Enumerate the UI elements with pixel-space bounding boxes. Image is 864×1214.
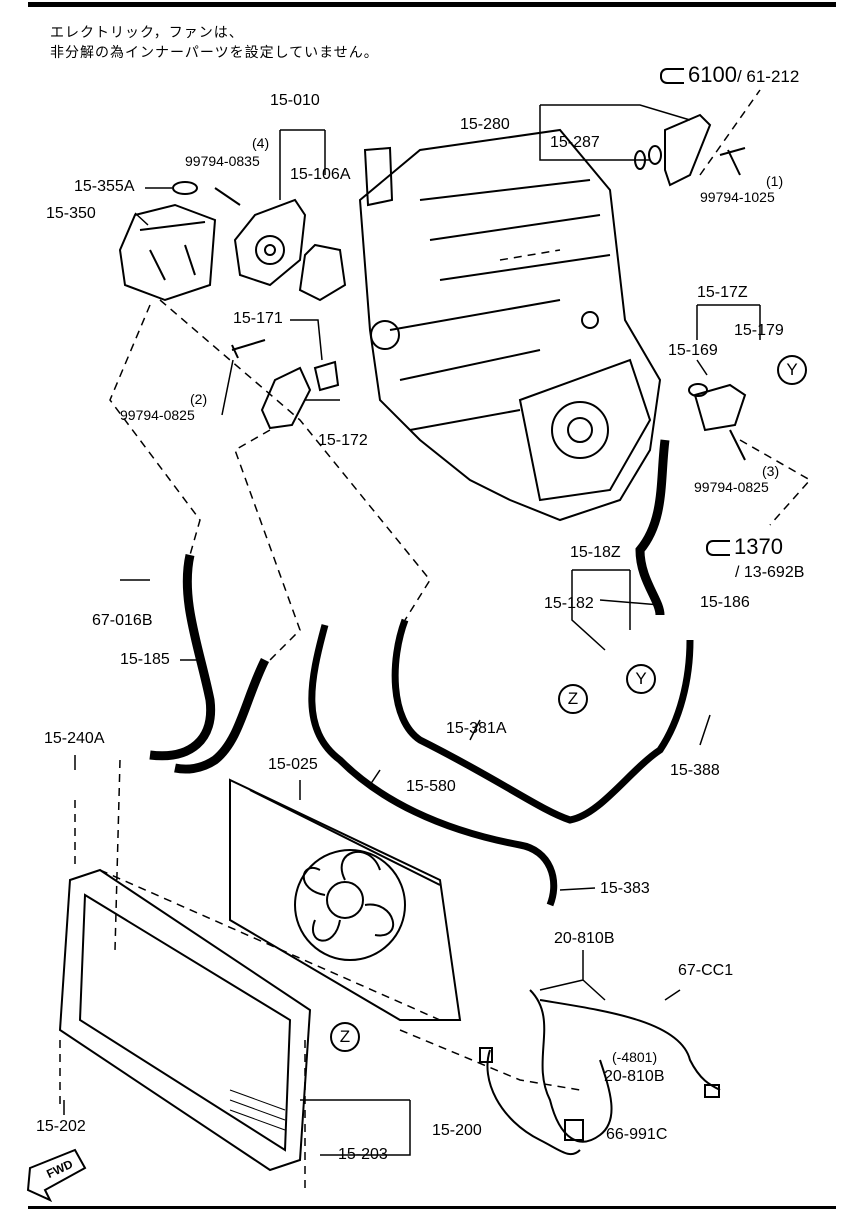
- hose-15-185: [149, 554, 216, 761]
- ref-6100[interactable]: 6100/ 61-212: [660, 64, 800, 86]
- note-line-1: エレクトリック，ファンは、: [50, 25, 244, 41]
- marker-y: Y: [777, 355, 807, 385]
- ref-icon: [660, 68, 684, 85]
- bottom-border: [28, 1206, 836, 1209]
- label-15-287[interactable]: 15-287: [550, 134, 600, 151]
- label-15-350[interactable]: 15-350: [46, 205, 96, 222]
- label-66-991C[interactable]: 66-991C: [606, 1126, 668, 1143]
- label-15-185[interactable]: 15-185: [120, 651, 170, 668]
- label-15-179[interactable]: 15-179: [734, 322, 784, 339]
- hose-15-185-b: [174, 657, 270, 774]
- label-99794-1025[interactable]: 99794-1025: [700, 189, 775, 205]
- label-15-025[interactable]: 15-025: [268, 756, 318, 773]
- engine-assembly: [358, 128, 662, 522]
- note-line-2: 非分解の為インナーパーツを設定していません。: [50, 45, 379, 61]
- label-15-17Z[interactable]: 15-17Z: [697, 284, 748, 301]
- marker-z: Z: [330, 1022, 360, 1052]
- label-15-106A[interactable]: 15-106A: [290, 166, 351, 183]
- marker-y: Y: [626, 664, 656, 694]
- label-15-169[interactable]: 15-169: [668, 342, 718, 359]
- ref-6100-num: 6100: [688, 62, 737, 87]
- water-outlet: [664, 113, 712, 187]
- label-99794-0825-b[interactable]: 99794-0825: [694, 479, 769, 495]
- label-15-18Z[interactable]: 15-18Z: [570, 544, 621, 561]
- thermostat-outlet: [693, 383, 747, 432]
- hose-15-381A: [391, 618, 694, 824]
- ref-icon: [706, 540, 730, 557]
- label-67-CC1[interactable]: 67-CC1: [678, 962, 734, 979]
- label-99794-0835[interactable]: 99794-0835: [185, 153, 260, 169]
- wiring-harness: [486, 989, 721, 1156]
- label-15-280[interactable]: 15-280: [460, 116, 510, 133]
- marker-z: Z: [558, 684, 588, 714]
- label-99794-0825-a[interactable]: 99794-0825: [120, 407, 195, 423]
- water-pump: [233, 198, 347, 302]
- label-15-172[interactable]: 15-172: [318, 432, 368, 449]
- hose-15-383: [308, 624, 558, 907]
- radiator: [58, 868, 312, 1172]
- label-15-388[interactable]: 15-388: [670, 762, 720, 779]
- label-20-810B-2[interactable]: 20-810B: [604, 1068, 665, 1085]
- label-15-182[interactable]: 15-182: [544, 595, 594, 612]
- thermostat-housing: [260, 366, 312, 430]
- ref-6100-sub: / 61-212: [736, 67, 800, 86]
- label-15-200[interactable]: 15-200: [432, 1122, 482, 1139]
- label-15-240A[interactable]: 15-240A: [44, 730, 105, 747]
- label-20-810B[interactable]: 20-810B: [554, 930, 615, 947]
- label-15-186[interactable]: 15-186: [700, 594, 750, 611]
- label-1: (1): [766, 173, 784, 189]
- ref-1370-sub: / 13-692B: [735, 564, 805, 581]
- label-15-203[interactable]: 15-203: [338, 1146, 388, 1163]
- ref-1370[interactable]: 1370: [706, 536, 783, 558]
- fwd-arrow: [26, 1148, 87, 1203]
- label-4: (4): [252, 135, 270, 151]
- label-67-016B[interactable]: 67-016B: [92, 612, 153, 629]
- hose-15-186: [635, 439, 670, 616]
- label-4801: (-4801): [612, 1049, 658, 1065]
- label-15-010[interactable]: 15-010: [270, 92, 320, 109]
- ref-1370-num: 1370: [734, 534, 783, 559]
- label-15-171[interactable]: 15-171: [233, 310, 283, 327]
- label-2: (2): [190, 391, 208, 407]
- label-15-383[interactable]: 15-383: [600, 880, 650, 897]
- top-border: [28, 2, 836, 7]
- label-15-355A[interactable]: 15-355A: [74, 178, 135, 195]
- label-15-381A[interactable]: 15-381A: [446, 720, 507, 737]
- fan-shroud: [229, 778, 462, 1021]
- thermostat: [313, 360, 340, 392]
- expansion-tank: [118, 181, 241, 302]
- bolt-0825: [231, 339, 266, 359]
- label-15-580[interactable]: 15-580: [406, 778, 456, 795]
- label-3: (3): [762, 463, 780, 479]
- label-15-202[interactable]: 15-202: [36, 1118, 86, 1135]
